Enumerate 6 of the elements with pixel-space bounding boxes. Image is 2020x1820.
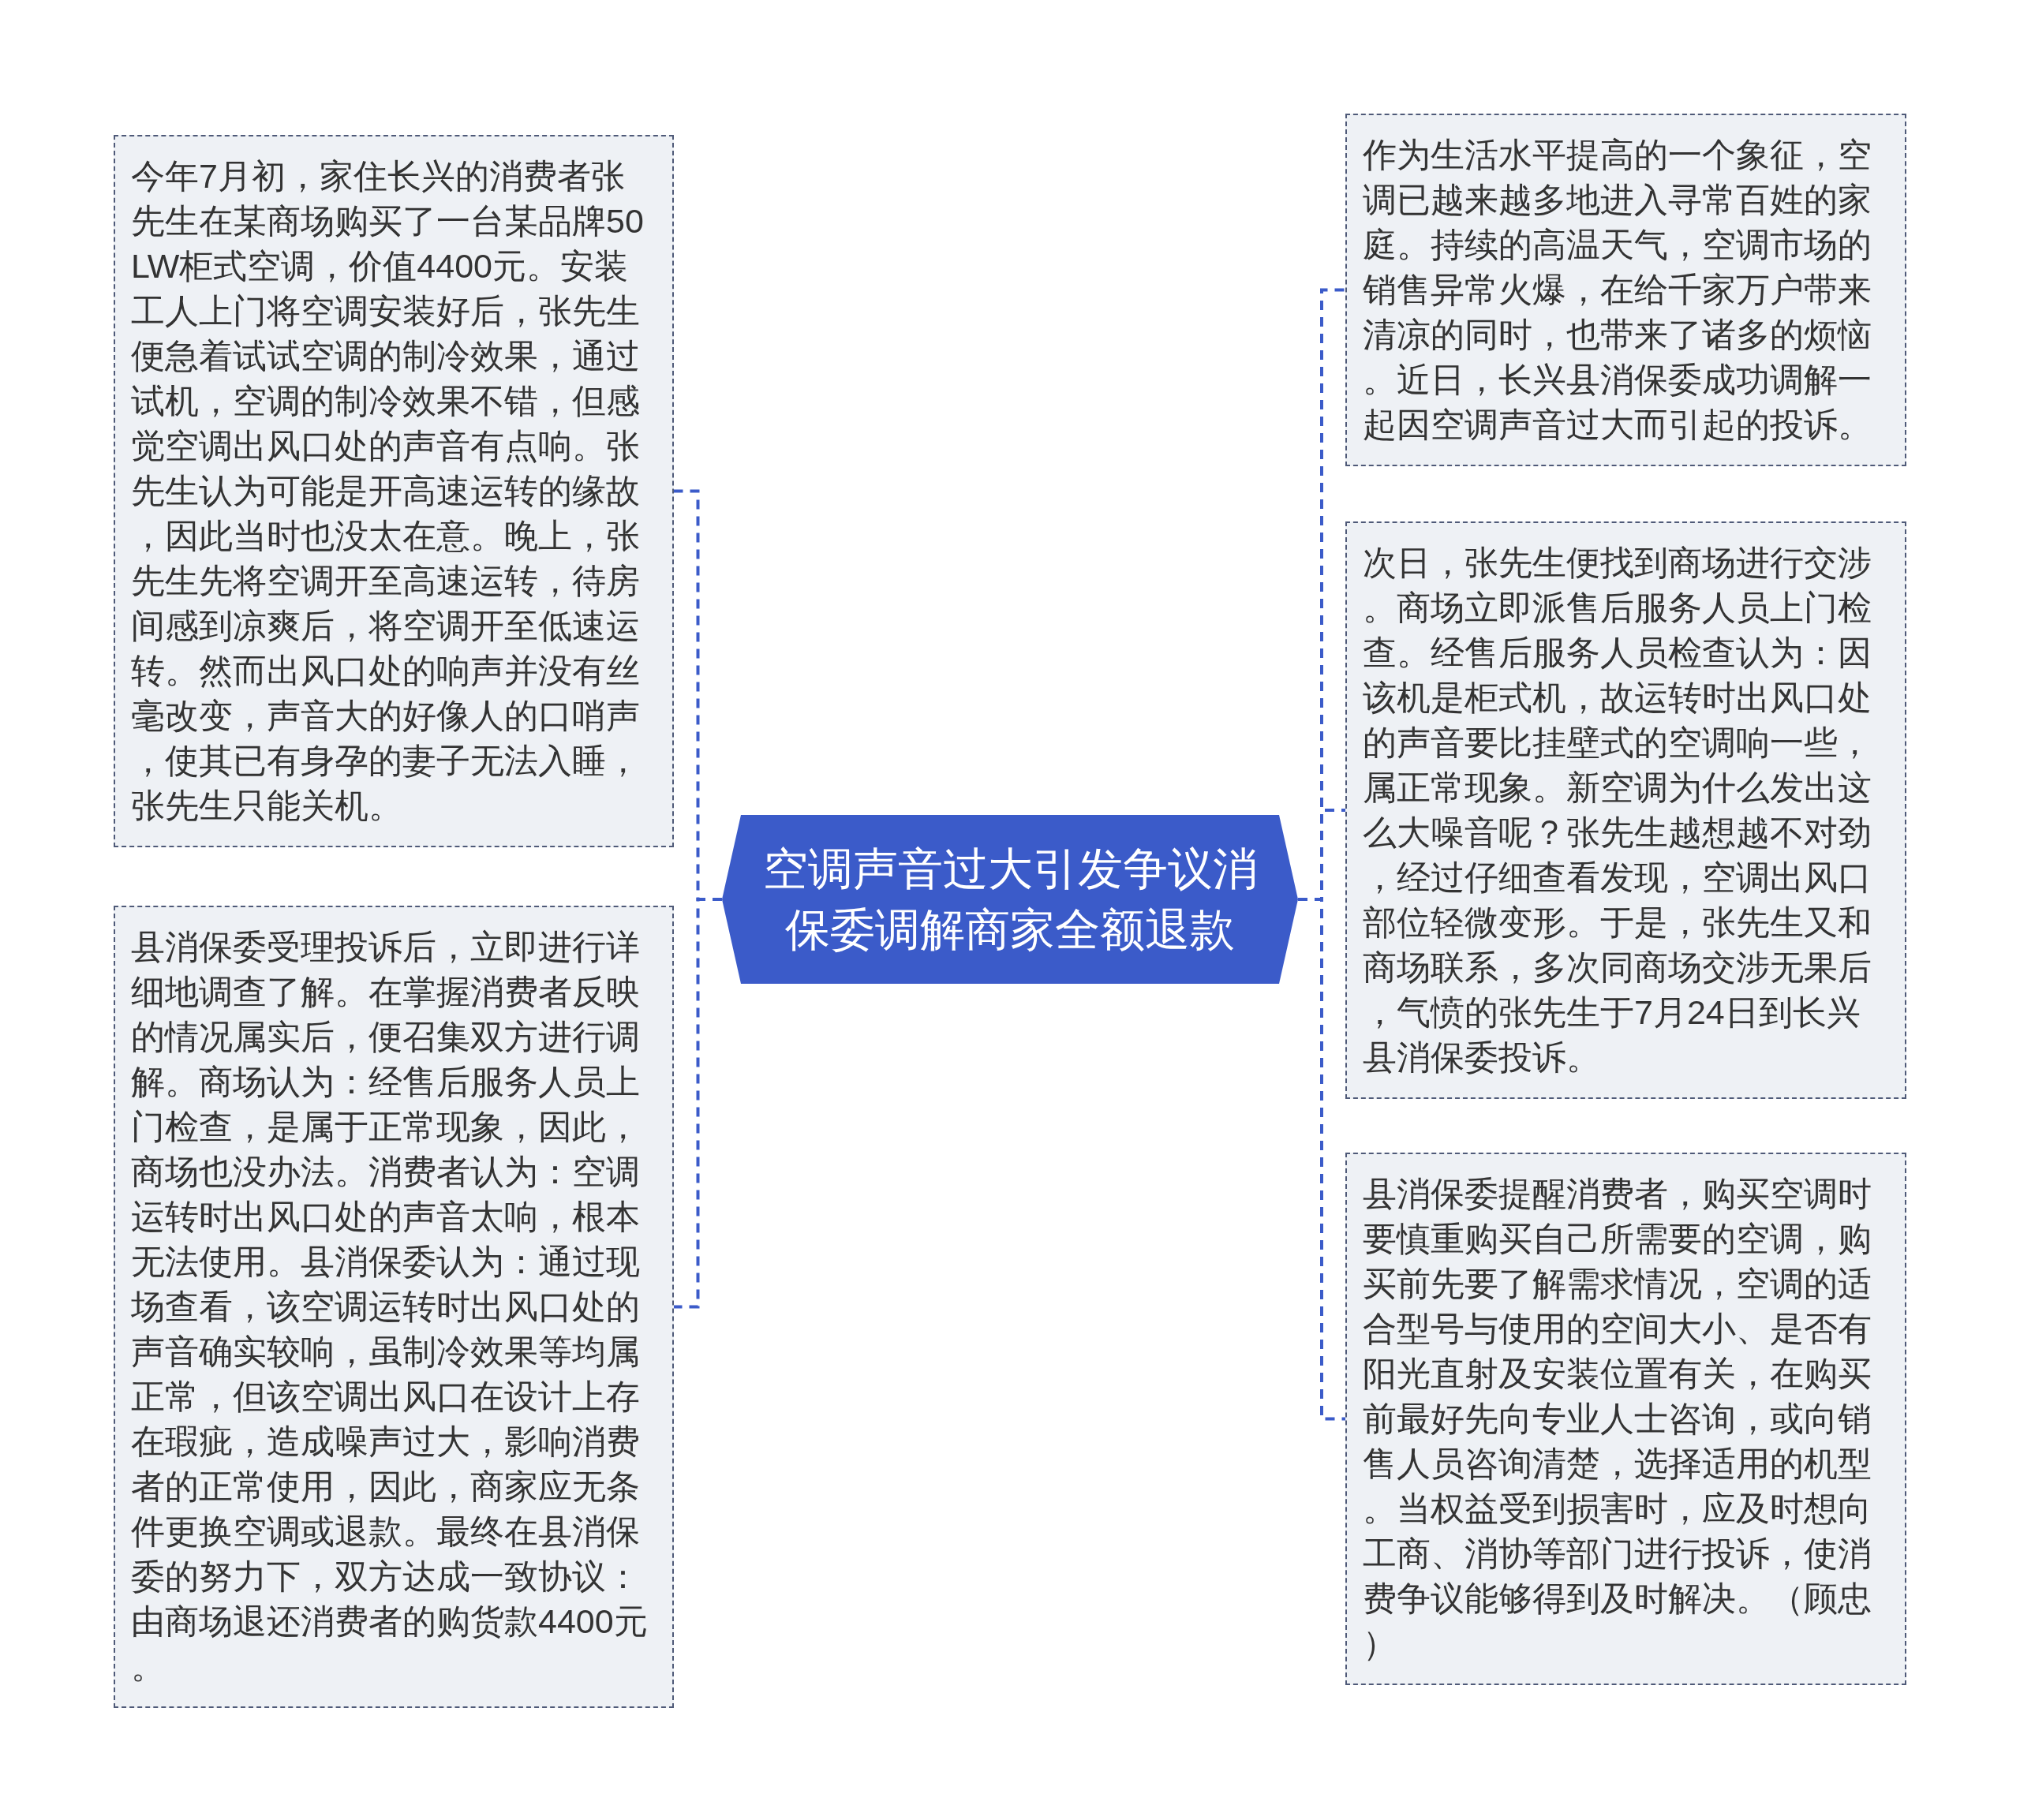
note-box: 县消保委受理投诉后，立即进行详细地调查了解。在掌握消费者反映的情况属实后，便召集双方进行调解。商场认为：经售后服务人员上门检查，是属于正常现象，因此，商场也没办法。消费者认为：空调运转时出风口处的声音太响，根本无法使用。县消保委认为：通过现场查看，该空调运转时出风口处的声音确实较响，虽制冷效果等均属正常，但该空调出风口在设计上存在瑕疵，造成噪声过大，影响消费者的正常使用，因此，商家应无条件更换空调或退款。最终在县消保委的努力下，双方达成一致协议：由商场退还消费者的购货款4400元。 <box>114 906 674 1708</box>
note-box: 作为生活水平提高的一个象征，空调已越来越多地进入寻常百姓的家庭。持续的高温天气，空调市场的销售异常火爆，在给千家万户带来清凉的同时，也带来了诸多的烦恼。近日，长兴县消保委成功调解一起因空调声音过大而引起的投诉。 <box>1345 114 1906 466</box>
note-box: 今年7月初，家住长兴的消费者张先生在某商场购买了一台某品牌50LW柜式空调，价值4400元。安装工人上门将空调安装好后，张先生便急着试试空调的制冷效果，通过试机，空调的制冷效果不错，但感觉空调出风口处的声音有点响。张先生认为可能是开高速运转的缘故，因此当时也没太在意。晚上，张先生先将空调开至高速运转，待房间感到凉爽后，将空调开至低速运转。然而出风口处的响声并没有丝毫改变，声音大的好像人的口哨声，使其已有身孕的妻子无法入睡，张先生只能关机。 <box>114 135 674 847</box>
topic-hexagon: 空调声音过大引发争议消保委调解商家全额退款 <box>722 815 1298 984</box>
note-box: 县消保委提醒消费者，购买空调时要慎重购买自己所需要的空调，购买前先要了解需求情况，空调的适合型号与使用的空间大小、是否有阳光直射及安装位置有关，在购买前最好先向专业人士咨询，或向销售人员咨询清楚，选择适用的机型。当权益受到损害时，应及时想向工商、消协等部门进行投诉，使消费争议能够得到及时解决。（顾忠） <box>1345 1153 1906 1685</box>
note-box: 次日，张先生便找到商场进行交涉。商场立即派售后服务人员上门检查。经售后服务人员检查认为：因该机是柜式机，故运转时出风口处的声音要比挂壁式的空调响一些，属正常现象。新空调为什么发出这么大噪音呢？张先生越想越不对劲，经过仔细查看发现，空调出风口部位轻微变形。于是，张先生又和商场联系，多次同商场交涉无果后，气愤的张先生于7月24日到长兴县消保委投诉。 <box>1345 521 1906 1099</box>
